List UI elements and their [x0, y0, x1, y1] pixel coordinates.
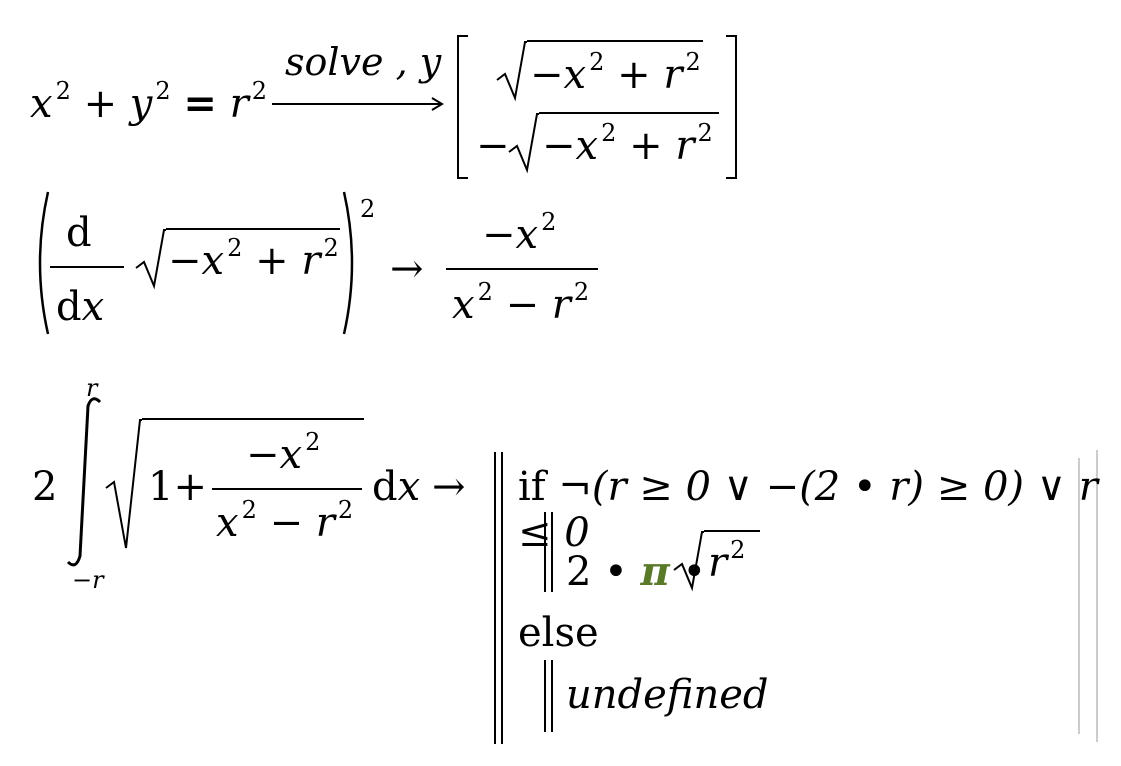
if-condition: ¬(r ≥ 0 ∨ −(2 • r) ≥ 0) ∨ r ≤ 0	[518, 464, 1098, 556]
exponent: 2	[251, 77, 268, 105]
sqrt-icon	[508, 113, 539, 174]
var-r: r	[301, 238, 321, 284]
var-x: x	[563, 52, 587, 98]
nested-bar	[551, 660, 553, 732]
nested-bar	[551, 512, 553, 592]
var-r: r	[663, 52, 683, 98]
exponent: 2	[477, 278, 493, 306]
nested-bar	[544, 660, 546, 732]
exponent: 2	[589, 48, 605, 76]
sqrt-icon	[673, 531, 704, 592]
exponent: 2	[241, 496, 257, 524]
solve-arrow-label: solve , y	[285, 40, 442, 84]
right-bracket-icon	[726, 35, 737, 179]
minus-sign: −	[168, 238, 202, 284]
var-r: r	[229, 81, 249, 127]
lower-limit: −r	[72, 566, 104, 594]
undefined-result: undefined	[566, 672, 769, 718]
minus-sign: −	[542, 123, 576, 169]
exponent: 2	[337, 496, 354, 524]
left-bracket-icon	[457, 35, 468, 179]
differential-dx: dx	[372, 464, 421, 510]
minus-sign: −	[246, 432, 280, 478]
var-r: r	[675, 123, 695, 169]
var-r: r	[315, 500, 335, 546]
outer-exponent: 2	[360, 195, 376, 223]
exponent: 2	[573, 278, 590, 306]
derivative-d: d	[66, 210, 92, 256]
plus-sign: +	[83, 81, 118, 127]
exponent: 2	[697, 119, 713, 147]
var-r: r	[551, 282, 571, 328]
nested-bar	[544, 512, 546, 592]
var-x: x	[452, 282, 475, 328]
minus-sign: −	[482, 212, 516, 258]
one: 1	[148, 464, 174, 510]
sqrt-icon	[496, 41, 527, 102]
exponent: 2	[730, 536, 746, 564]
exponent: 2	[323, 234, 339, 262]
var-y: y	[129, 81, 153, 127]
arrow-icon: →	[432, 464, 466, 510]
minus-sign: −	[476, 123, 510, 169]
if-keyword: if	[518, 464, 546, 510]
plus-sign: +	[173, 464, 207, 510]
var-x: x	[201, 238, 225, 284]
pi-symbol: π	[640, 548, 670, 595]
guide-line	[1096, 450, 1098, 742]
var-r: r	[708, 540, 728, 586]
integral-icon	[66, 397, 102, 567]
plus-sign: +	[629, 123, 663, 169]
var-x: x	[30, 81, 53, 127]
var-x: x	[515, 212, 539, 258]
exponent: 2	[227, 234, 243, 262]
equals-sign: =	[183, 80, 217, 127]
var-x: x	[279, 432, 303, 478]
exponent: 2	[601, 119, 617, 147]
derivative-dx: dx	[56, 284, 105, 330]
minus-sign: −	[505, 282, 540, 328]
var-x: x	[216, 500, 239, 546]
else-keyword: else	[518, 610, 599, 656]
right-paren-icon	[342, 191, 354, 335]
sqrt-icon	[135, 229, 166, 290]
left-paren-icon	[38, 191, 50, 335]
exponent: 2	[541, 208, 557, 236]
integrand-one-plus: 1+	[148, 464, 207, 510]
plus-sign: +	[617, 52, 651, 98]
exponent: 2	[685, 48, 701, 76]
program-bar-left	[494, 452, 496, 744]
guide-line	[1078, 458, 1080, 734]
var-x: x	[575, 123, 599, 169]
then-result: 2 • π •	[566, 548, 706, 595]
if-line: if ¬(r ≥ 0 ∨ −(2 • r) ≥ 0) ∨ r ≤ 0	[518, 464, 1121, 556]
arrow-icon: →	[390, 246, 424, 292]
coefficient: 2	[32, 464, 58, 510]
result-coefficient: 2 •	[566, 549, 628, 595]
minus-sign: −	[269, 500, 304, 546]
long-arrow-icon	[272, 97, 444, 111]
minus-sign: −	[530, 52, 564, 98]
exponent: 2	[155, 77, 171, 105]
sqrt-icon	[105, 419, 142, 549]
plus-sign: +	[255, 238, 289, 284]
exponent: 2	[55, 77, 71, 105]
exponent: 2	[305, 428, 321, 456]
program-bar-right	[501, 452, 503, 744]
upper-limit: r	[86, 374, 98, 402]
